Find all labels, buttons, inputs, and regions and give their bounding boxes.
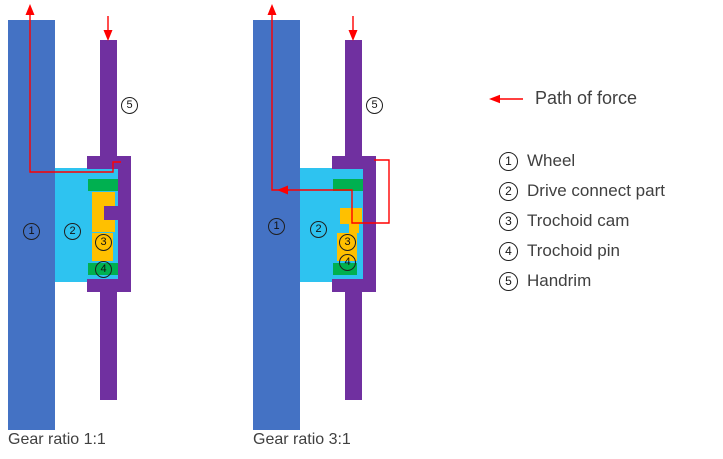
legend-item-drive-connect: 2 Drive connect part xyxy=(499,176,665,206)
marker-pin-right: 4 xyxy=(339,254,356,271)
legend-item-handrim: 5 Handrim xyxy=(499,266,665,296)
up-arrow-icon xyxy=(267,4,277,15)
caption-gear-ratio-1-1: Gear ratio 1:1 xyxy=(8,431,106,448)
path-of-force-arrow-icon xyxy=(489,94,523,103)
handrim-shaft-lower-right xyxy=(345,292,362,400)
trochoid-cam-upper-left xyxy=(92,192,115,232)
legend-num-handrim: 5 xyxy=(499,271,518,291)
legend-item-wheel: 1 Wheel xyxy=(499,146,665,176)
legend-num-trochoid-pin: 4 xyxy=(499,241,518,261)
marker-cam-right: 3 xyxy=(339,234,356,251)
path-of-force-label: Path of force xyxy=(535,88,638,108)
legend-item-trochoid-cam: 3 Trochoid cam xyxy=(499,206,665,236)
trochoid-pin-top-right xyxy=(333,179,363,191)
legend-item-trochoid-pin: 4 Trochoid pin xyxy=(499,236,665,266)
marker-handrim-right: 5 xyxy=(366,97,383,114)
legend-num-trochoid-cam: 3 xyxy=(499,211,518,231)
marker-drive-connect-left: 2 xyxy=(64,223,81,240)
handrim-bracket-right-left xyxy=(118,156,131,292)
handrim-bracket-bottom-left xyxy=(87,279,131,292)
legend-num-drive-connect: 2 xyxy=(499,181,518,201)
handrim-shaft-upper-left xyxy=(100,40,117,156)
legend-list: 1 Wheel 2 Drive connect part 3 Trochoid … xyxy=(499,146,665,296)
handrim-tab-left xyxy=(104,206,131,220)
marker-pin-left: 4 xyxy=(95,261,112,278)
legend-label-handrim: Handrim xyxy=(527,271,592,290)
marker-drive-connect-right: 2 xyxy=(310,221,327,238)
handrim-shaft-upper-right xyxy=(345,40,362,156)
handrim-shaft-lower-left xyxy=(100,292,117,400)
legend-label-trochoid-cam: Trochoid cam xyxy=(527,211,630,230)
handrim-bracket-right-right xyxy=(363,156,376,292)
marker-cam-left: 3 xyxy=(95,234,112,251)
trochoid-pin-top-left xyxy=(88,179,118,191)
caption-gear-ratio-3-1: Gear ratio 3:1 xyxy=(253,431,351,448)
marker-handrim-left: 5 xyxy=(121,97,138,114)
handrim-bracket-bottom-right xyxy=(332,279,376,292)
up-arrow-icon xyxy=(25,4,35,15)
marker-wheel-left: 1 xyxy=(23,223,40,240)
legend-path-of-force: Path of force xyxy=(487,88,637,109)
marker-wheel-right: 1 xyxy=(268,218,285,235)
legend-label-drive-connect: Drive connect part xyxy=(527,181,665,200)
legend-num-wheel: 1 xyxy=(499,151,518,171)
legend-label-trochoid-pin: Trochoid pin xyxy=(527,241,620,260)
trochoid-cam-stem-right xyxy=(349,222,359,233)
legend-label-wheel: Wheel xyxy=(527,151,576,170)
